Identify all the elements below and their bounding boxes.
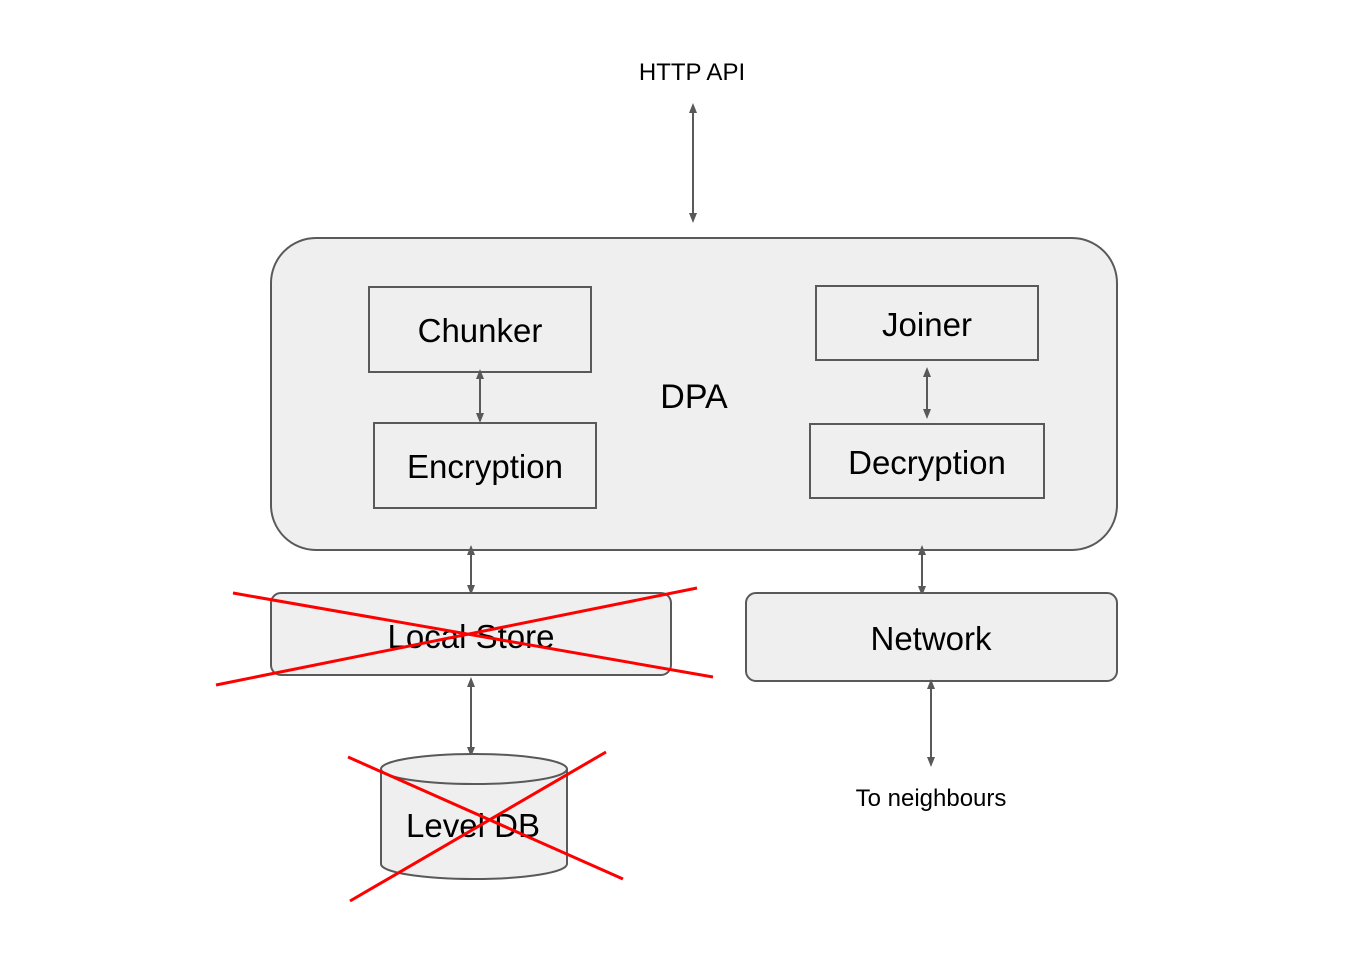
chunker-label: Chunker [418, 312, 543, 349]
network-label: Network [870, 620, 992, 657]
local-store-cross-mark [215, 586, 714, 687]
dpa-label: DPA [660, 378, 728, 416]
chunker-box [368, 286, 592, 373]
decryption-label: Decryption [848, 444, 1006, 481]
level-db-cross-mark [347, 750, 624, 903]
to-neighbours-label: To neighbours [856, 785, 1007, 812]
level-db-cylinder [380, 753, 568, 880]
joiner-box [815, 285, 1039, 361]
joiner-label: Joiner [882, 306, 972, 343]
decryption-box [809, 423, 1045, 499]
encryption-box [373, 422, 597, 509]
http-api-label: HTTP API [639, 59, 745, 86]
encryption-label: Encryption [407, 448, 563, 485]
